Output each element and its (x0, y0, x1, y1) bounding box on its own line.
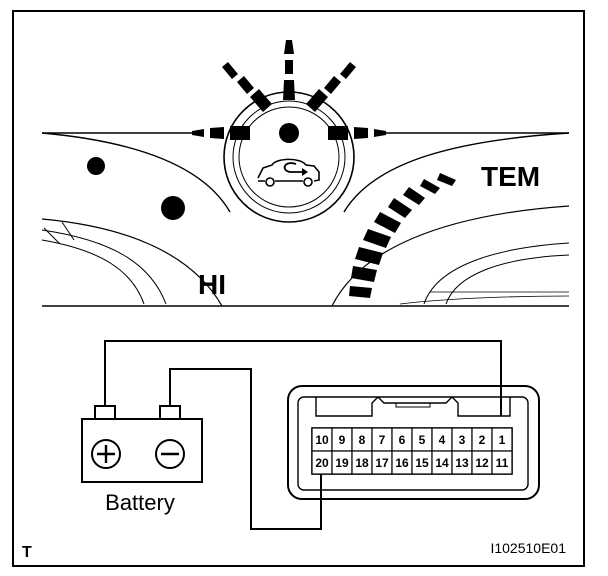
connector-pin-17: 17 (371, 450, 393, 475)
connector-pin-6: 6 (391, 427, 413, 452)
connector-pin-label: 11 (496, 456, 509, 470)
connector-pin-18: 18 (351, 450, 373, 475)
connector-housing (287, 385, 540, 500)
connector-pin-label: 20 (315, 456, 329, 470)
connector-pin-label: 18 (355, 456, 369, 470)
connector-pin-label: 17 (375, 456, 389, 470)
connector-pin-10: 10 (311, 427, 333, 452)
wire-negative (169, 368, 322, 530)
connector-pin-19: 19 (331, 450, 353, 475)
figure-id: I102510E01 (490, 540, 566, 556)
connector-pin-11: 11 (491, 450, 513, 475)
connector-pin-8: 8 (351, 427, 373, 452)
connector-pin-label: 14 (435, 456, 449, 470)
corner-label: T (22, 544, 32, 561)
indicator-dot-large (161, 196, 185, 220)
indicator-led (279, 123, 299, 143)
connector-pin-2: 2 (471, 427, 493, 452)
connector-pin-4: 4 (431, 427, 453, 452)
connector-pin-16: 16 (391, 450, 413, 475)
battery-body (81, 418, 203, 483)
wire-positive (104, 340, 502, 416)
connector-pin-label: 9 (339, 433, 346, 447)
recirculation-button (223, 91, 355, 223)
hi-label: HI (198, 269, 226, 300)
connector-pin-20: 20 (311, 450, 333, 475)
battery-label: Battery (105, 490, 175, 515)
plus-icon (91, 439, 121, 469)
connector-pin-label: 4 (439, 433, 446, 447)
connector-pin-label: 5 (419, 433, 426, 447)
connector-pin-7: 7 (371, 427, 393, 452)
wires (104, 340, 502, 530)
connector-pin-label: 15 (415, 456, 429, 470)
battery-terminal-positive (94, 405, 116, 420)
indicator-dot-small (87, 157, 105, 175)
tem-label: TEM (481, 161, 540, 192)
connector-pin-label: 10 (315, 433, 329, 447)
connector-pin-5: 5 (411, 427, 433, 452)
connector-pin-label: 8 (359, 433, 366, 447)
minus-icon (155, 439, 185, 469)
car-recirculation-icon (257, 158, 320, 187)
connector-pin-14: 14 (431, 450, 453, 475)
connector-pin-9: 9 (331, 427, 353, 452)
battery-terminal-negative (159, 405, 181, 420)
connector-pin-label: 1 (499, 433, 506, 447)
connector-pin-label: 19 (335, 456, 349, 470)
instrument-panel (41, 132, 570, 307)
temperature-gauge-bars (349, 173, 456, 298)
connector-pin-13: 13 (451, 450, 473, 475)
connector-pin-3: 3 (451, 427, 473, 452)
connector-pin-1: 1 (491, 427, 513, 452)
connector-pin-15: 15 (411, 450, 433, 475)
connector-pin-label: 13 (455, 456, 469, 470)
battery (81, 405, 203, 483)
connector-pin-label: 6 (399, 433, 406, 447)
diagram-frame (12, 10, 585, 567)
connector-pin-12: 12 (471, 450, 493, 475)
connector-pin-label: 16 (395, 456, 409, 470)
connector-pin-label: 2 (479, 433, 486, 447)
connector-pin-label: 3 (459, 433, 466, 447)
light-rays (192, 40, 386, 140)
connector-pin-label: 12 (475, 456, 489, 470)
connector-pin-label: 7 (379, 433, 386, 447)
